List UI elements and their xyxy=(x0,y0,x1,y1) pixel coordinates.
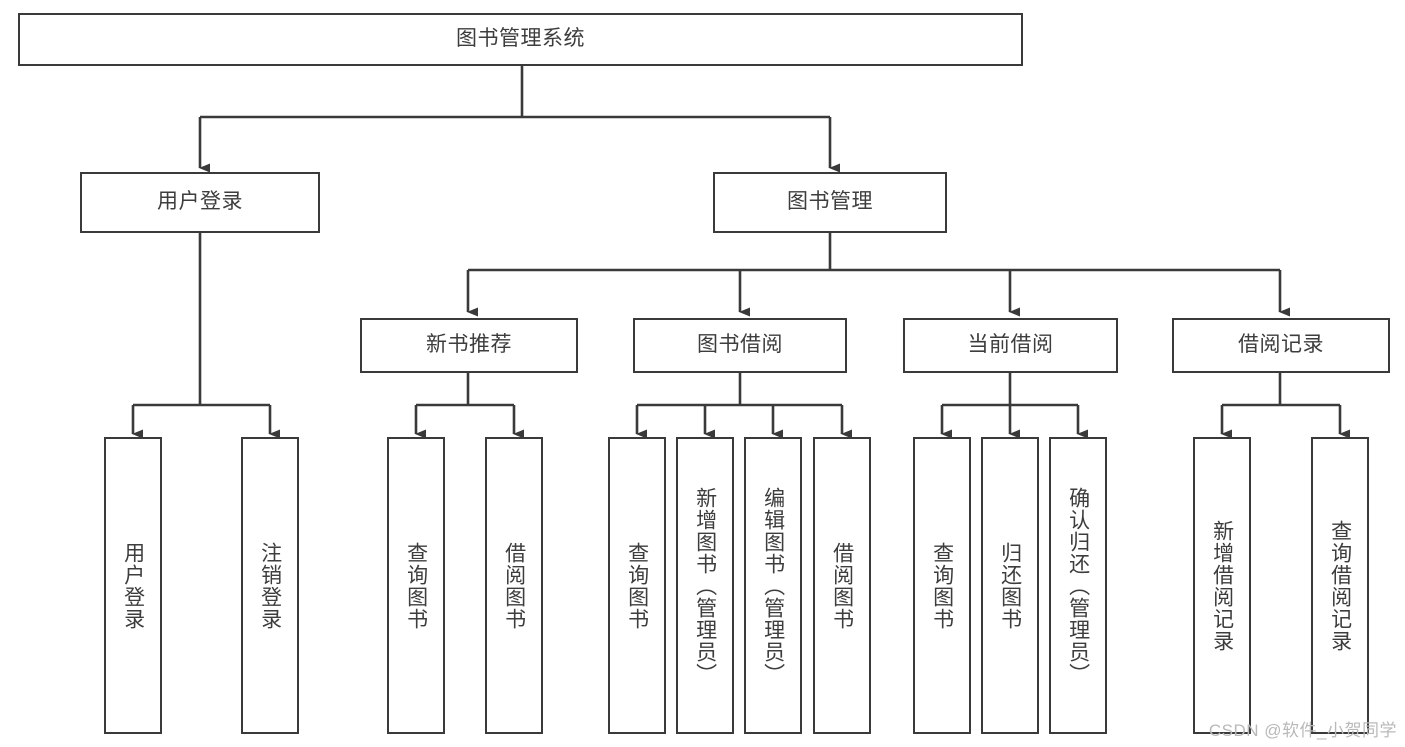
node-new-book-recommend[interactable]: 新书推荐 xyxy=(360,318,578,373)
node-current-borrow[interactable]: 当前借阅 xyxy=(903,318,1118,373)
node-user-login-label: 用户登录 xyxy=(157,190,243,214)
node-borrow-record[interactable]: 借阅记录 xyxy=(1172,318,1390,373)
leaf-user-login-signout[interactable]: 注销登录 xyxy=(241,437,299,734)
leaf-record-query-label: 查询借阅记录 xyxy=(1328,519,1352,652)
node-current-borrow-label: 当前借阅 xyxy=(967,333,1054,357)
leaf-borrow-edit-book[interactable]: 编辑图书（管理员） xyxy=(744,437,802,734)
leaf-borrow-query-book[interactable]: 查询图书 xyxy=(608,437,666,734)
leaf-current-confirm-return-label: 确认归还（管理员） xyxy=(1066,486,1090,685)
leaf-borrow-borrow-book-label: 借阅图书 xyxy=(830,541,854,630)
node-book-borrow[interactable]: 图书借阅 xyxy=(633,318,847,373)
node-book-management-label: 图书管理 xyxy=(787,190,873,214)
node-new-book-recommend-label: 新书推荐 xyxy=(426,333,512,357)
leaf-borrow-query-book-label: 查询图书 xyxy=(625,541,649,630)
csdn-watermark: CSDN @软件_小贺同学 xyxy=(1208,721,1397,740)
leaf-current-query-book[interactable]: 查询图书 xyxy=(913,437,971,734)
leaf-borrow-edit-book-label: 编辑图书（管理员） xyxy=(761,486,785,685)
leaf-record-add[interactable]: 新增借阅记录 xyxy=(1193,437,1251,734)
leaf-current-confirm-return[interactable]: 确认归还（管理员） xyxy=(1049,437,1107,734)
node-book-management[interactable]: 图书管理 xyxy=(713,172,947,233)
node-root-system-label: 图书管理系统 xyxy=(456,27,585,51)
leaf-record-add-label: 新增借阅记录 xyxy=(1210,519,1234,652)
leaf-current-return-book[interactable]: 归还图书 xyxy=(981,437,1039,734)
leaf-record-query[interactable]: 查询借阅记录 xyxy=(1311,437,1369,734)
leaf-new-book-query[interactable]: 查询图书 xyxy=(387,437,445,734)
leaf-borrow-add-book-label: 新增图书（管理员） xyxy=(693,486,717,685)
leaf-user-login-signout-label: 注销登录 xyxy=(258,541,282,630)
leaf-user-login-signin[interactable]: 用户登录 xyxy=(104,437,162,734)
node-borrow-record-label: 借阅记录 xyxy=(1238,333,1324,357)
node-user-login[interactable]: 用户登录 xyxy=(80,172,320,233)
leaf-new-book-borrow-label: 借阅图书 xyxy=(502,541,526,630)
leaf-borrow-borrow-book[interactable]: 借阅图书 xyxy=(813,437,871,734)
leaf-borrow-add-book[interactable]: 新增图书（管理员） xyxy=(676,437,734,734)
node-book-borrow-label: 图书借阅 xyxy=(697,333,783,357)
leaf-new-book-query-label: 查询图书 xyxy=(404,541,428,630)
leaf-current-return-book-label: 归还图书 xyxy=(998,541,1022,630)
node-root-system[interactable]: 图书管理系统 xyxy=(18,13,1023,66)
leaf-user-login-signin-label: 用户登录 xyxy=(121,541,145,630)
leaf-new-book-borrow[interactable]: 借阅图书 xyxy=(485,437,543,734)
leaf-current-query-book-label: 查询图书 xyxy=(930,541,954,630)
